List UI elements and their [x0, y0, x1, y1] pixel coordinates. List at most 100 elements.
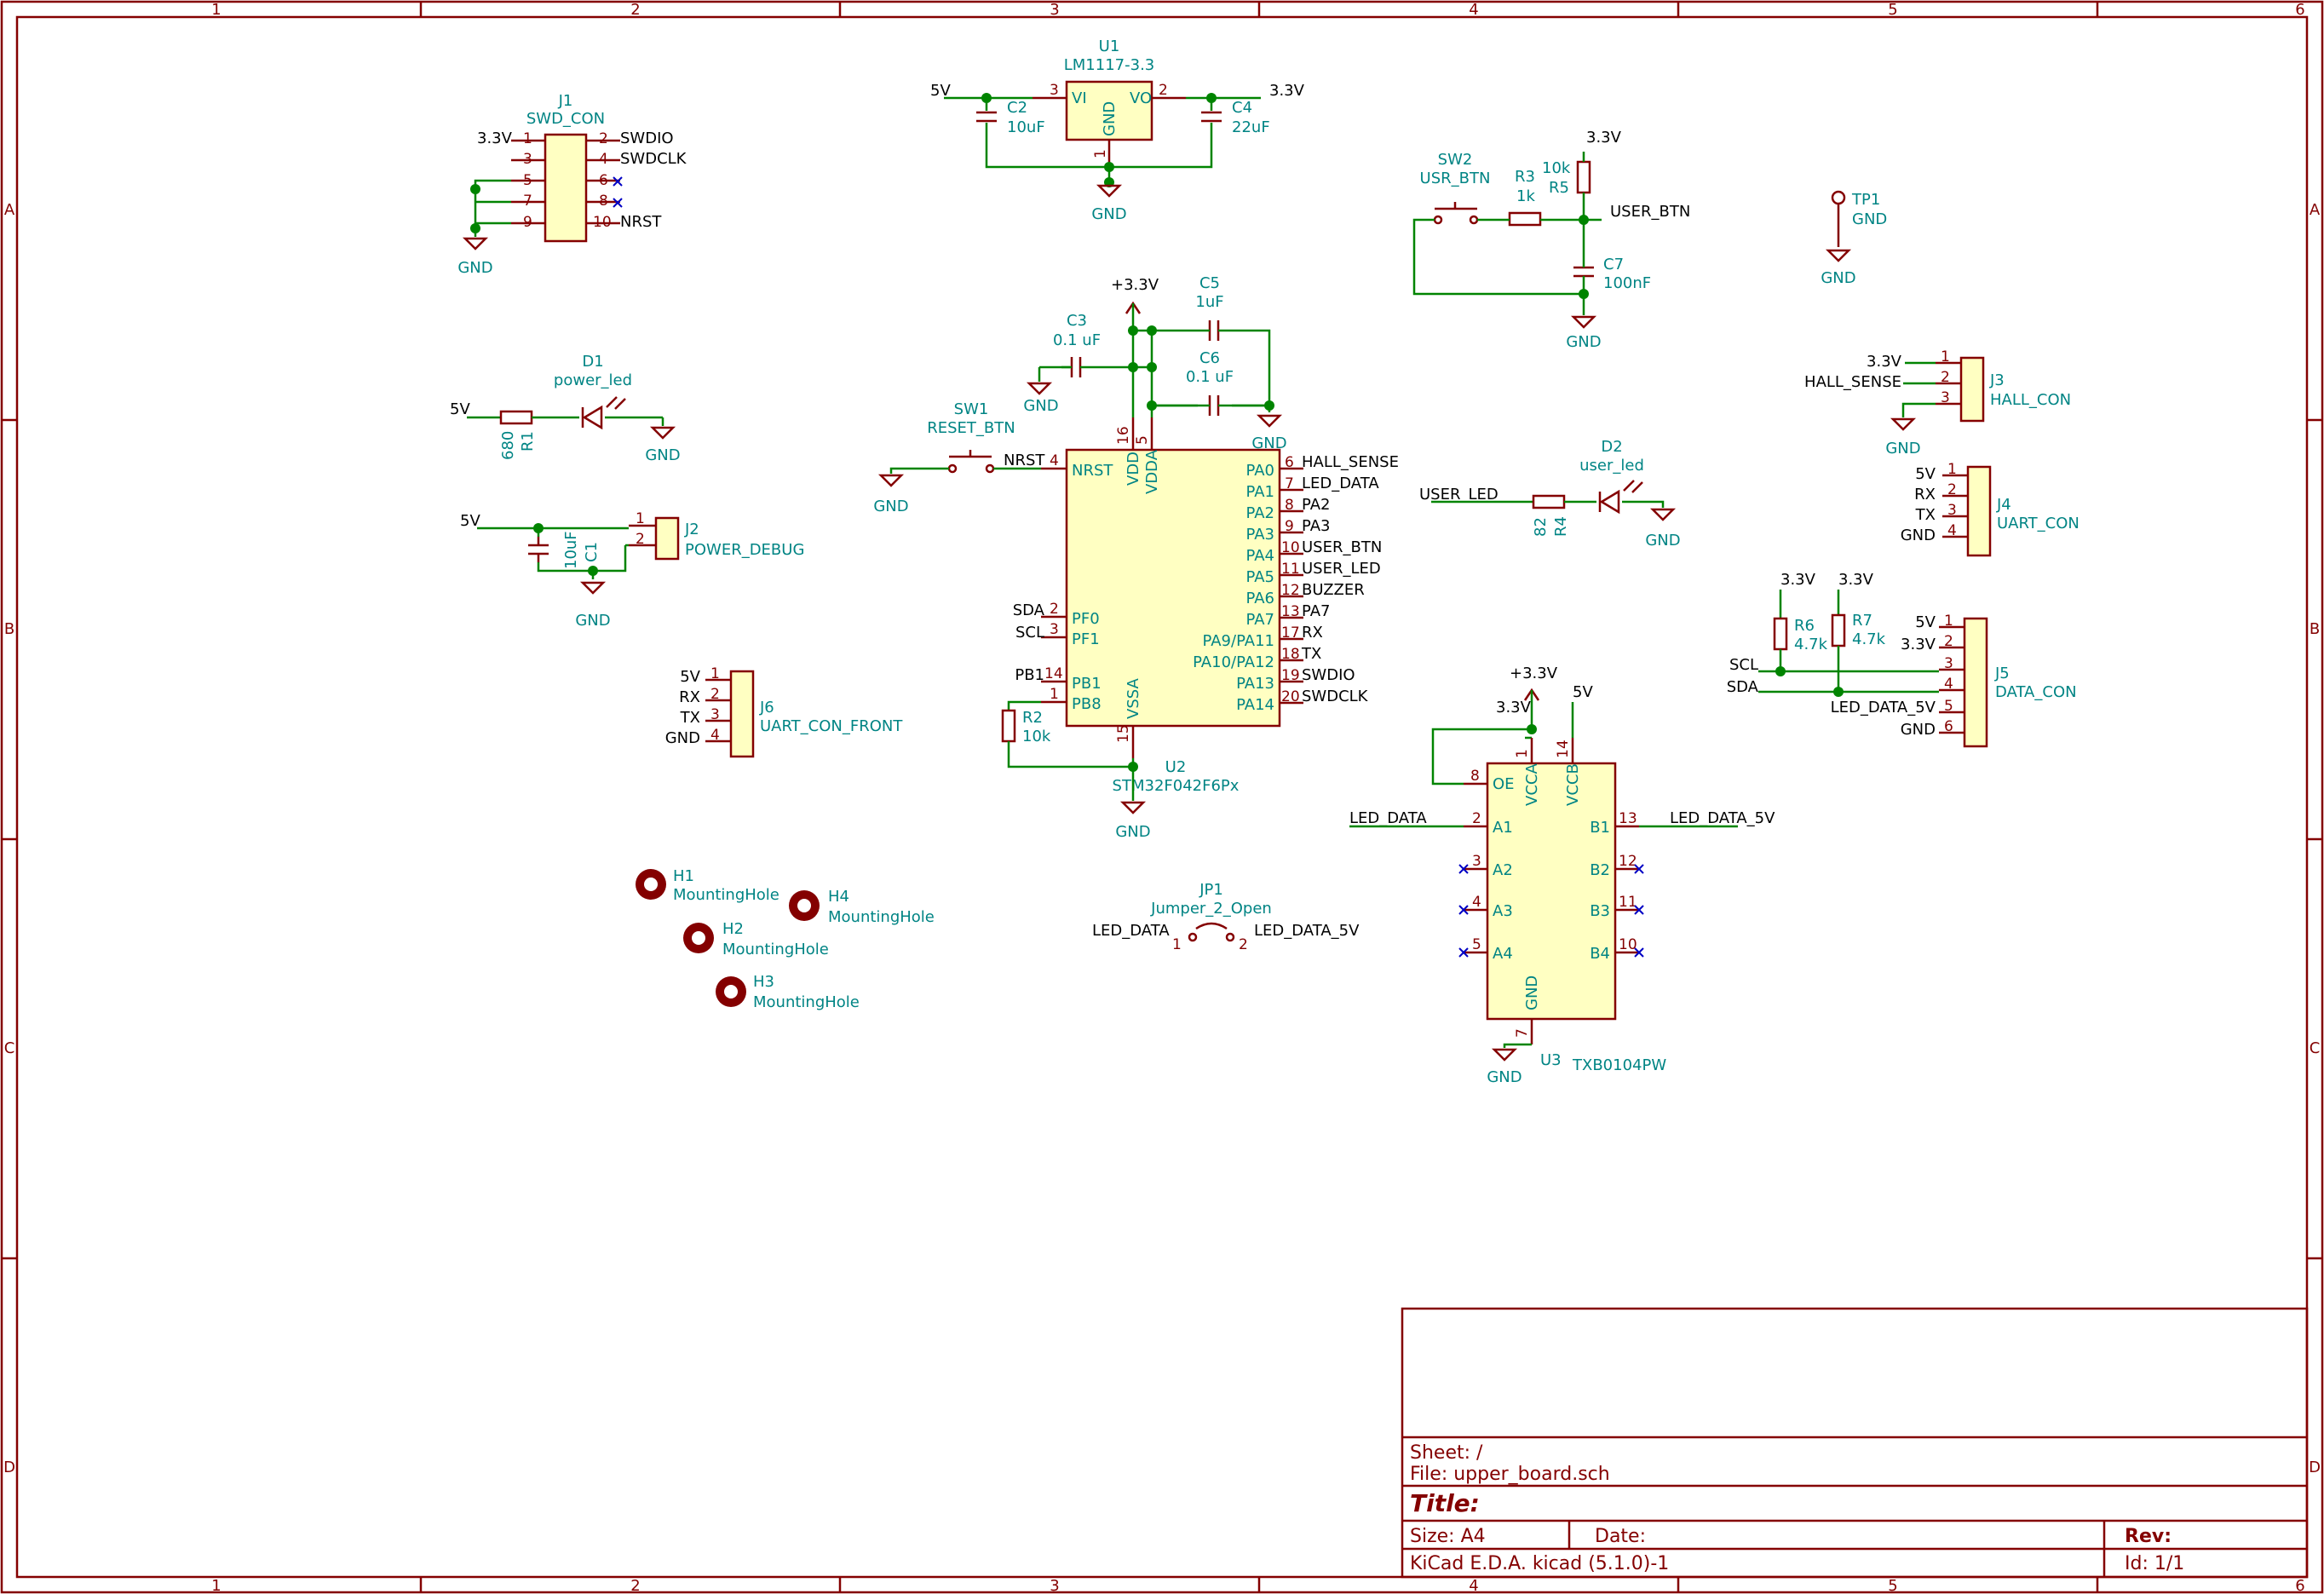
connector-j5[interactable]: 1 2 3 4 5 6 5V 3.3V SCL SDA LED_DATA_5V …	[1727, 613, 2077, 748]
capacitor-c2[interactable]: C2 10uF	[976, 99, 1045, 136]
pin-number: 2	[1472, 810, 1481, 827]
connector-j2[interactable]: 5V 1 2 J2 POWER_DEBUG GND	[460, 510, 804, 630]
pin-number: 2	[636, 531, 645, 548]
ref-label: C7	[1603, 256, 1624, 273]
switch-sw2[interactable]: SW2 USR_BTN	[1420, 151, 1491, 225]
capacitor-c6[interactable]: C6 0.1 uF GND	[1186, 349, 1287, 452]
pin-name: VO	[1130, 89, 1152, 107]
pin-number: 16	[1115, 426, 1132, 445]
connector-j1[interactable]: J1 SWD_CON 1 3 5 7 9 2 4 6 8 10 3.3V SWD…	[457, 92, 687, 277]
test-point-tp1[interactable]: TP1 GND GND	[1821, 190, 1887, 287]
value-label: UART_CON	[1997, 515, 2080, 532]
ref-label: J5	[1994, 665, 2010, 682]
net-label: SCL	[1015, 624, 1044, 642]
pin-name: VDDA	[1143, 449, 1161, 494]
value-label: TXB0104PW	[1572, 1056, 1666, 1074]
pin-number: 12	[1281, 582, 1300, 599]
net-label: LED_DATA	[1302, 475, 1379, 492]
net-label: 5V	[1915, 613, 1936, 631]
gnd-label: GND	[1023, 397, 1058, 415]
pin-number: 8	[599, 193, 608, 210]
title-block-rev: Rev:	[2125, 1526, 2172, 1547]
title-block-size: Size: A4	[1410, 1526, 1486, 1547]
net-label: USER_BTN	[1610, 203, 1690, 221]
regulator-u1[interactable]: U1 LM1117-3.3 VI VO GND 3 2 1 5V 3.3V GN…	[930, 37, 1305, 223]
connector-j4[interactable]: 1 2 3 4 5V RX TX GND J4 UART_CON	[1901, 461, 2080, 557]
ref-label: D2	[1601, 438, 1622, 456]
net-label: BUZZER	[1302, 581, 1365, 599]
net-label: LED_DATA_5V	[1831, 699, 1936, 716]
led-d2[interactable]: D2 user_led USER_LED GND	[1419, 438, 1681, 550]
jumper-jp1[interactable]: JP1 Jumper_2_Open 1 2 LED_DATA LED_DATA_…	[1092, 881, 1360, 953]
ref-label: J3	[1989, 371, 2005, 389]
capacitor-c5[interactable]: C5 1uF	[1195, 274, 1232, 342]
led-d1[interactable]: D1 power_led 5V GND	[450, 353, 681, 464]
pin-number: 3	[1050, 621, 1059, 638]
title-block-title: Title:	[1410, 1489, 1480, 1517]
row-label: B	[4, 620, 14, 638]
pin-number: 5	[1472, 936, 1481, 953]
pin-number: 10	[593, 214, 612, 231]
net-label: SWDCLK	[620, 150, 687, 168]
row-label: C	[2310, 1039, 2321, 1057]
pin-number: 1	[1947, 461, 1957, 478]
switch-sw1[interactable]: SW1 RESET_BTN NRST GND	[873, 400, 1045, 515]
net-label: NRST	[1004, 452, 1045, 469]
resistor-r7[interactable]: 3.3V R7 4.7k	[1831, 571, 1886, 692]
gnd-label: GND	[1885, 440, 1920, 457]
capacitor-c4[interactable]: C4 22uF	[1201, 99, 1270, 136]
ref-label: R2	[1022, 709, 1043, 727]
resistor-r2[interactable]: R2 10k	[1001, 700, 1138, 772]
pin-number: 5	[1944, 698, 1953, 715]
row-label: A	[2310, 201, 2321, 219]
capacitor-c7[interactable]: C7 100nF USER_BTN GND	[1566, 203, 1690, 351]
net-label: LED_DATA_5V	[1254, 922, 1360, 940]
mounting-hole-h2[interactable]: H2 MountingHole	[683, 920, 829, 958]
net-label: 3.3V	[1867, 353, 1902, 371]
pin-number: 3	[1050, 82, 1059, 99]
value-label: POWER_DEBUG	[685, 541, 804, 559]
value-label: user_led	[1579, 457, 1644, 475]
column-label: 3	[1050, 1577, 1059, 1594]
resistor-r3[interactable]: R3 1k	[1508, 168, 1542, 227]
connector-j6[interactable]: 1 2 3 4 5V RX TX GND J6 UART_CON_FRONT	[665, 665, 904, 758]
net-label: 5V	[930, 82, 951, 100]
net-label: USER_LED	[1419, 486, 1499, 504]
title-block-id: Id: 1/1	[2125, 1553, 2184, 1574]
mounting-hole-h4[interactable]: H4 MountingHole	[789, 888, 935, 926]
net-label: GND	[1901, 527, 1936, 544]
pin-number: 11	[1281, 561, 1300, 578]
ref-label: H2	[722, 920, 744, 938]
pin-number: 1	[636, 510, 645, 527]
pin-number: 2	[1941, 369, 1950, 386]
pin-name: A4	[1493, 945, 1513, 963]
pin-number: 1	[1514, 749, 1531, 758]
title-block-sheet: Sheet: /	[1410, 1442, 1483, 1464]
mounting-hole-h1[interactable]: H1 MountingHole	[636, 867, 779, 904]
ref-label: H3	[753, 973, 774, 991]
pin-name: VSSA	[1125, 678, 1142, 719]
net-label: TX	[1915, 506, 1936, 524]
net-label: SWDIO	[1302, 666, 1355, 684]
mounting-hole-h3[interactable]: H3 MountingHole	[716, 973, 860, 1011]
net-label: PA2	[1302, 496, 1330, 514]
pin-number: 11	[1619, 894, 1637, 911]
ref-label: R4	[1552, 516, 1570, 537]
pin-number: 8	[1470, 768, 1480, 785]
pin-name: PA3	[1246, 526, 1274, 544]
capacitor-c3[interactable]: C3 0.1 uF GND	[1023, 312, 1101, 415]
resistor-r5[interactable]: 10k R5 3.3V	[1542, 129, 1622, 197]
level-shifter-u3[interactable]: +3.3V 3.3V 5V OE VCCA VCCB GND 8 1 14 7 …	[1349, 665, 1775, 1086]
value-label: 4.7k	[1794, 636, 1828, 653]
pin-number: 3	[1941, 389, 1950, 406]
row-label: B	[2310, 620, 2320, 638]
net-label: LED_DATA_5V	[1670, 809, 1775, 827]
pin-number: 6	[599, 172, 608, 189]
pin-number: 15	[1115, 724, 1132, 743]
gnd-label: GND	[873, 498, 908, 515]
pin-name: PA1	[1246, 483, 1274, 501]
mcu-u2[interactable]: +3.3V VDD VDDA 16 5 VSSA 15 U2 STM32F042…	[1013, 276, 1303, 841]
connector-j3[interactable]: 1 2 3 3.3V HALL_SENSE GND J3 HALL_CON	[1804, 348, 2071, 457]
resistor-r6[interactable]: 3.3V R6 4.7k	[1773, 571, 1828, 671]
